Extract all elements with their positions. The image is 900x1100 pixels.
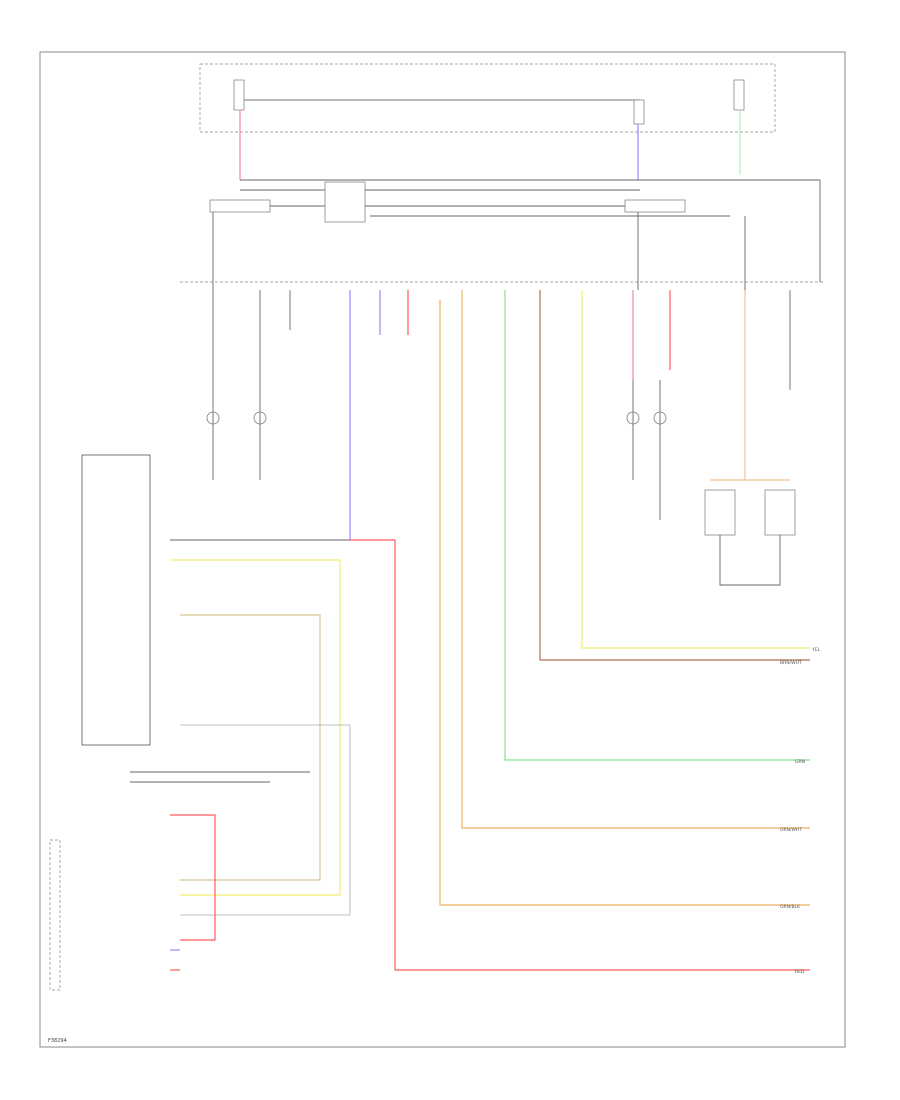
wire-green bbox=[504, 290, 810, 761]
wire-brown bbox=[539, 290, 810, 661]
wire-black-level-ground bbox=[719, 535, 781, 586]
fuse-left bbox=[233, 79, 245, 111]
fuse-right bbox=[733, 79, 745, 111]
wire-pink-bottom bbox=[170, 814, 216, 941]
wire-yellow-sw bbox=[170, 559, 341, 896]
connector-right bbox=[624, 199, 686, 213]
wire-tan-sw bbox=[180, 614, 321, 881]
right-headlight-bulb-low bbox=[626, 411, 640, 425]
footer-code: F38294 bbox=[48, 1038, 67, 1044]
left-headlight-bulb-high bbox=[253, 411, 267, 425]
wire-orange-2 bbox=[461, 290, 810, 829]
wire-orange-1 bbox=[439, 300, 810, 906]
left-headlight-bulb-low bbox=[206, 411, 220, 425]
diagram-border bbox=[39, 51, 846, 1048]
label-red-right: RED bbox=[795, 969, 805, 975]
headlight-switch-block bbox=[81, 454, 151, 746]
label-orange-right: ORN/WHT bbox=[780, 827, 802, 833]
connector-left bbox=[209, 199, 271, 213]
bcm-connector-strip bbox=[49, 839, 61, 991]
wire-black-sw-2 bbox=[180, 724, 351, 916]
fuse-mid bbox=[633, 99, 645, 125]
leveling-motor-right bbox=[764, 489, 796, 536]
label-orange-right-2: ORN/BLK bbox=[780, 904, 801, 910]
relay-block bbox=[324, 181, 366, 223]
label-yellow-right: YEL bbox=[811, 647, 821, 653]
leveling-motor-left bbox=[704, 489, 736, 536]
label-green-right: GRN bbox=[795, 759, 805, 765]
right-headlight-bulb-high bbox=[653, 411, 667, 425]
wire-yellow-right bbox=[581, 290, 810, 649]
label-brown-right: BRN/WHT bbox=[780, 660, 802, 666]
wire-red-main bbox=[350, 539, 810, 971]
fuse-box-outline bbox=[199, 63, 776, 133]
